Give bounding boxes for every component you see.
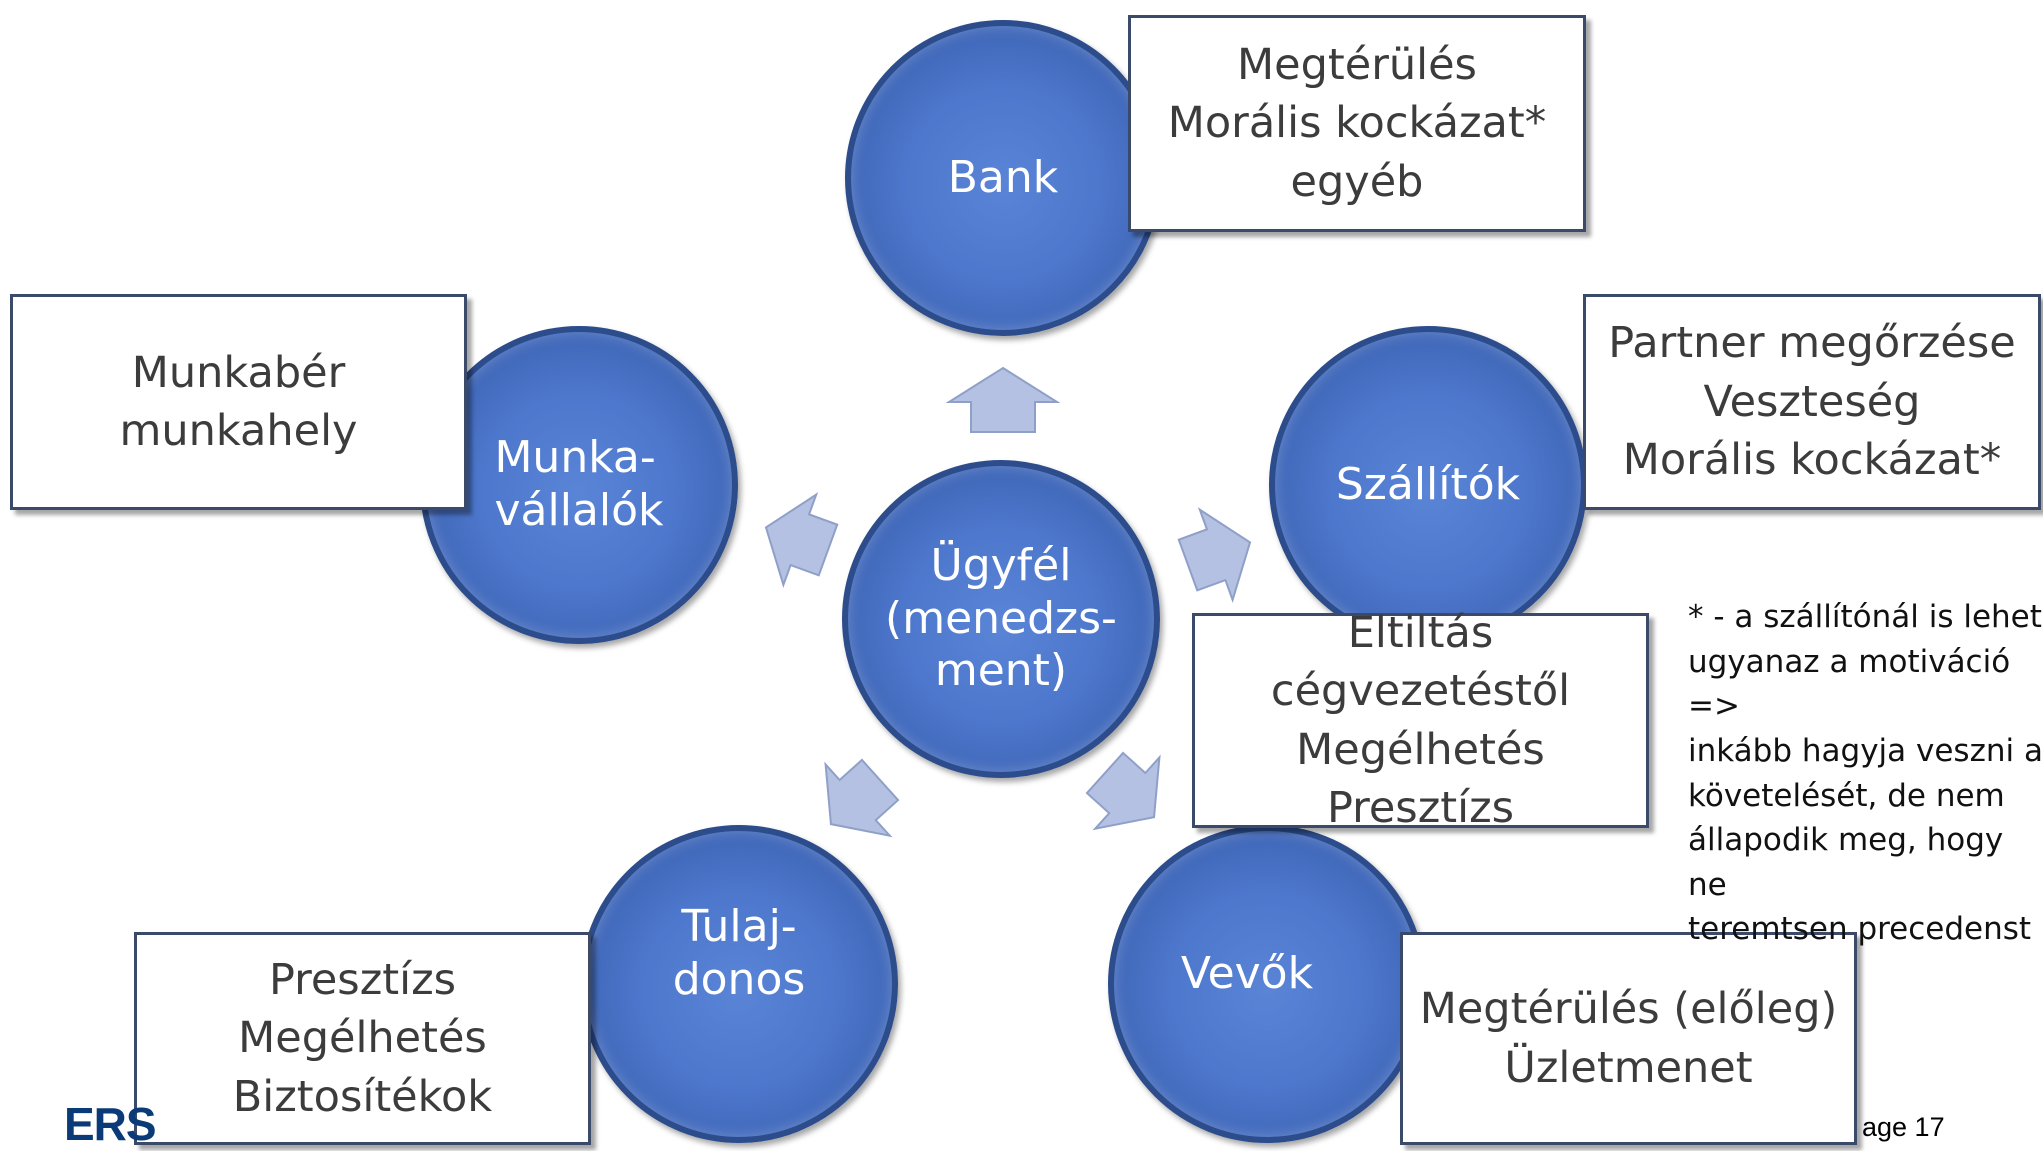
szallitok-box: Partner megőrzése Veszteség Morális kock…	[1583, 294, 2041, 510]
munkavallalok-box: Munkabér munkahely	[10, 294, 467, 510]
bank-box-text: Megtérülés Morális kockázat* egyéb	[1167, 39, 1547, 207]
center-box-text: Eltiltás cégvezetéstől Megélhetés Preszt…	[1270, 607, 1571, 833]
vevok-node: Vevők	[1108, 825, 1426, 1143]
munkavallalok-box-text: Munkabér munkahely	[119, 347, 358, 456]
arrow-to-bank	[945, 366, 1061, 433]
bank-node: Bank	[845, 20, 1161, 336]
arrow-to-munkavallalok	[764, 492, 839, 589]
tulajdonos-label: Tulaj- donos	[672, 901, 806, 1005]
tulajdonos-node: Tulaj- donos	[580, 825, 898, 1143]
company-logo: ERS	[64, 1098, 157, 1150]
arrow-to-tulajdonos	[824, 758, 900, 838]
munkavallalok-node: Munka- vállalók	[420, 326, 738, 644]
page-number: age 17	[1862, 1112, 1945, 1142]
center-node: Ügyfél (menedzs- ment)	[842, 460, 1160, 778]
vevok-box: Megtérülés (előleg) Üzletmenet	[1400, 932, 1857, 1145]
vevok-label: Vevők	[1180, 947, 1314, 999]
szallitok-label: Szállítók	[1335, 458, 1521, 510]
footnote: * - a szállítónál is lehet ugyanaz a mot…	[1688, 599, 2043, 948]
center-box: Eltiltás cégvezetéstől Megélhetés Preszt…	[1192, 608, 1649, 833]
tulajdonos-box: Presztízs Megélhetés Biztosítékok	[134, 932, 591, 1145]
szallitok-box-text: Partner megőrzése Veszteség Morális kock…	[1608, 318, 2016, 486]
szallitok-node: Szállítók	[1269, 326, 1587, 644]
munkavallalok-label: Munka- vállalók	[494, 432, 664, 536]
arrow-to-szallitok	[1177, 507, 1252, 604]
arrow-to-vevok	[1085, 751, 1161, 831]
center-label: Ügyfél (menedzs- ment)	[885, 539, 1117, 697]
bank-box: Megtérülés Morális kockázat* egyéb	[1128, 15, 1586, 232]
bank-label: Bank	[947, 151, 1059, 203]
vevok-box-text: Megtérülés (előleg) Üzletmenet	[1419, 984, 1838, 1093]
tulajdonos-box-text: Presztízs Megélhetés Biztosítékok	[232, 954, 493, 1122]
